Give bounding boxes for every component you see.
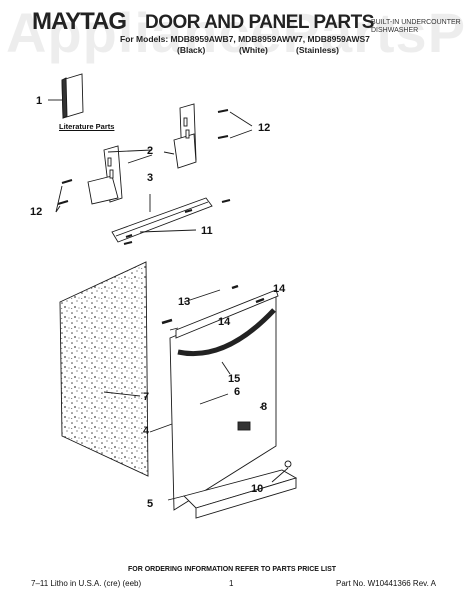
page-number: 1 xyxy=(229,579,234,588)
callout-4: 4 xyxy=(143,425,150,437)
litho-info: 7–11 Litho in U.S.A. (cre) (eeb) xyxy=(31,579,142,588)
models-line: For Models: MDB8959AWB7, MDB8959AWW7, MD… xyxy=(120,34,370,44)
callout-15: 15 xyxy=(228,373,241,385)
callout-13: 13 xyxy=(178,296,191,308)
left-mounting-bracket xyxy=(87,145,153,205)
callout-3: 3 xyxy=(147,172,154,184)
color-white: (White) xyxy=(239,45,268,55)
handle-screws xyxy=(161,284,265,331)
ordering-info: FOR ORDERING INFORMATION REFER TO PARTS … xyxy=(127,566,337,573)
callout-12-left: 12 xyxy=(30,206,43,218)
callout-1: 1 xyxy=(36,95,43,107)
brand-logo: MAYTAG xyxy=(32,8,127,35)
outer-panel xyxy=(59,261,149,477)
right-mounting-bracket xyxy=(173,103,197,169)
callout-10: 10 xyxy=(251,483,264,495)
callout-14-right: 14 xyxy=(273,283,286,295)
part-number: Part No. W10441366 Rev. A xyxy=(336,579,436,588)
appliance-type-line-2: DISHWASHER xyxy=(371,27,419,34)
page-title: DOOR AND PANEL PARTS xyxy=(145,12,374,33)
color-black: (Black) xyxy=(177,45,206,55)
panel-rail xyxy=(111,194,213,243)
right-screws xyxy=(217,109,253,139)
callout-8: 8 xyxy=(261,401,268,413)
toe-kick-panel xyxy=(167,469,298,519)
callout-7: 7 xyxy=(143,391,150,403)
inner-door-panel xyxy=(149,289,279,511)
callout-6: 6 xyxy=(234,386,241,398)
color-stainless: (Stainless) xyxy=(296,45,339,55)
callout-11: 11 xyxy=(201,225,213,237)
left-screws xyxy=(55,179,73,213)
callout-12-right: 12 xyxy=(258,122,271,134)
appliance-type: BUILT-IN UNDERCOUNTER DISHWASHER xyxy=(371,19,461,35)
toe-kick-screws xyxy=(271,460,292,483)
rail-screws xyxy=(123,199,231,245)
callout-14-left: 14 xyxy=(218,316,231,328)
callout-5: 5 xyxy=(147,498,154,510)
appliance-type-line-1: BUILT-IN UNDERCOUNTER xyxy=(371,19,461,26)
door-handle xyxy=(177,305,276,375)
callout-2: 2 xyxy=(147,145,154,157)
literature-parts-label: Literature Parts xyxy=(59,122,115,131)
literature-booklet xyxy=(48,73,84,119)
